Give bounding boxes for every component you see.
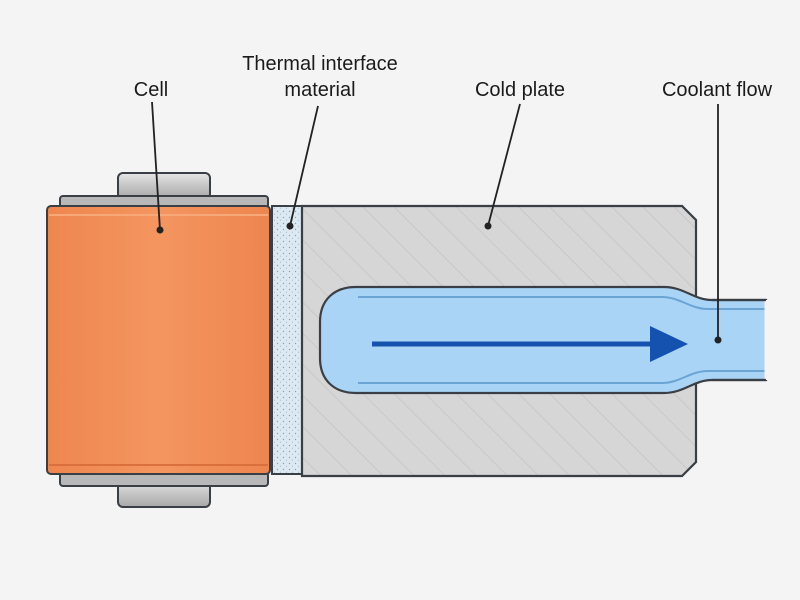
marker-cold-plate bbox=[484, 222, 492, 230]
right-arrow-icon bbox=[372, 326, 688, 362]
cell-body bbox=[46, 205, 271, 475]
leader-cold-plate bbox=[487, 103, 521, 227]
label-coolant-flow: Coolant flow bbox=[662, 79, 773, 101]
label-cold-plate: Cold plate bbox=[475, 79, 565, 101]
label-cell: Cell bbox=[134, 79, 168, 101]
marker-cell bbox=[156, 226, 164, 234]
leader-lines bbox=[151, 101, 719, 340]
label-tim-line1: Thermal interface bbox=[242, 53, 398, 75]
leader-tim bbox=[289, 105, 319, 227]
coolant-channel-inner-edge bbox=[358, 296, 766, 310]
label-tim-line2: material bbox=[284, 79, 355, 101]
thermal-interface-layer bbox=[271, 205, 303, 475]
marker-tim bbox=[286, 222, 294, 230]
leader-cell bbox=[151, 101, 161, 231]
coolant-channel-inner-edge-bottom bbox=[358, 370, 766, 384]
marker-coolant bbox=[714, 336, 722, 344]
coolant-channel bbox=[318, 285, 768, 395]
